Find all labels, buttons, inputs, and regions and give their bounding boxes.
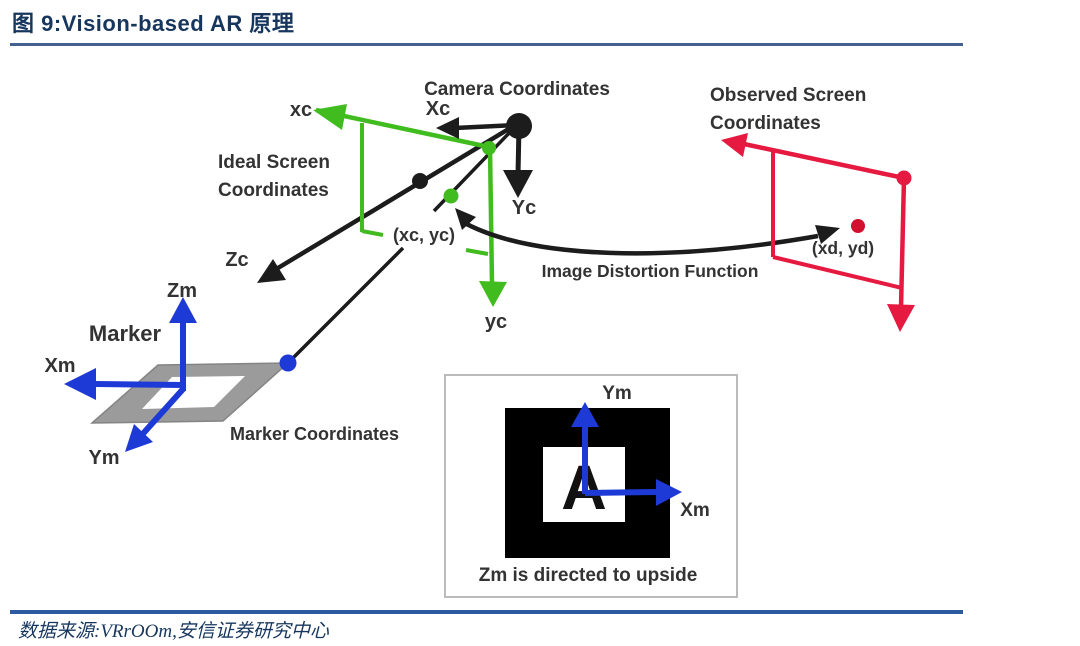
zm-arrowhead-icon [169,297,197,323]
distortion-curve [459,219,819,256]
observed-yd-arrowhead-icon [887,304,915,332]
xc-arrowhead-icon [313,104,347,130]
zm-label: Zm [167,280,197,302]
footer-divider [10,610,963,614]
observed-screen-bottom-edge [772,255,903,290]
xc-cap-label: Xc [426,98,450,120]
yc-cap-arrowhead-icon [503,170,533,198]
pattern-ym-label: Ym [602,383,632,404]
observed-screen-top-edge [743,141,905,181]
observed-screen-corner-dot [896,170,912,186]
image-distortion-function-label: Image Distortion Function [542,261,759,281]
xc-axis-line [315,107,490,150]
ym-axis-line [137,385,187,440]
ideal-screen-center-dot [412,173,428,189]
zc-arrowhead-icon [257,259,286,283]
observed-xd-arrowhead-icon [721,133,748,157]
ideal-screen-bottom-edge [361,229,384,237]
yc-lower-label: yc [485,311,507,333]
title-divider [10,43,963,46]
zc-label: Zc [225,249,248,271]
camera-origin-dot [506,113,532,139]
distortion-arrowhead-right-icon [815,225,840,244]
xc-yc-point-label: (xc, yc) [393,225,455,245]
pattern-xm-label: Xm [680,500,710,521]
xc-yc-point-dot [443,188,459,204]
camera-marker-line [288,246,405,363]
xm-arrowhead-icon [64,368,96,400]
yc-cap-label: Yc [512,197,536,219]
ideal-screen-corner-dot [482,141,496,155]
xm-axis-line [95,381,185,388]
observed-screen-label-line2: Coordinates [710,113,821,134]
xc-cap-arrowhead-icon [436,117,459,139]
xm-label: Xm [44,355,75,377]
yc-axis-line [487,147,495,286]
pattern-ym-arrowhead-icon [571,402,599,427]
figure-title: 图 9:Vision-based AR 原理 [12,11,295,36]
camera-coordinates-label: Camera Coordinates [424,79,610,100]
marker-corner-dot [279,354,297,372]
observed-yd-axis-line [898,177,907,309]
ideal-screen-label-line2: Coordinates [218,180,329,201]
xd-yd-point-label: (xd, yd) [812,238,874,258]
data-source: 数据来源:VRrOOm,安信证券研究中心 [18,621,329,642]
marker-coordinates-label: Marker Coordinates [230,424,399,444]
ideal-screen-bottom-edge [465,248,489,256]
ym-arrowhead-icon [125,424,153,452]
pattern-caption: Zm is directed to upside [479,565,698,586]
xc-lower-label: xc [290,99,312,121]
xd-yd-point-dot [851,219,865,233]
ideal-screen-label-line1: Ideal Screen [218,152,330,173]
zc-axis-line [276,125,514,270]
yc-arrowhead-icon [479,281,507,307]
ym-label: Ym [88,447,119,469]
pattern-xm-arrowhead-icon [656,479,682,506]
marker-label: Marker [89,321,162,346]
distortion-arrowhead-left-icon [455,208,476,230]
observed-screen-label-line1: Observed Screen [710,85,866,106]
pattern-xm-axis-line [584,489,658,496]
